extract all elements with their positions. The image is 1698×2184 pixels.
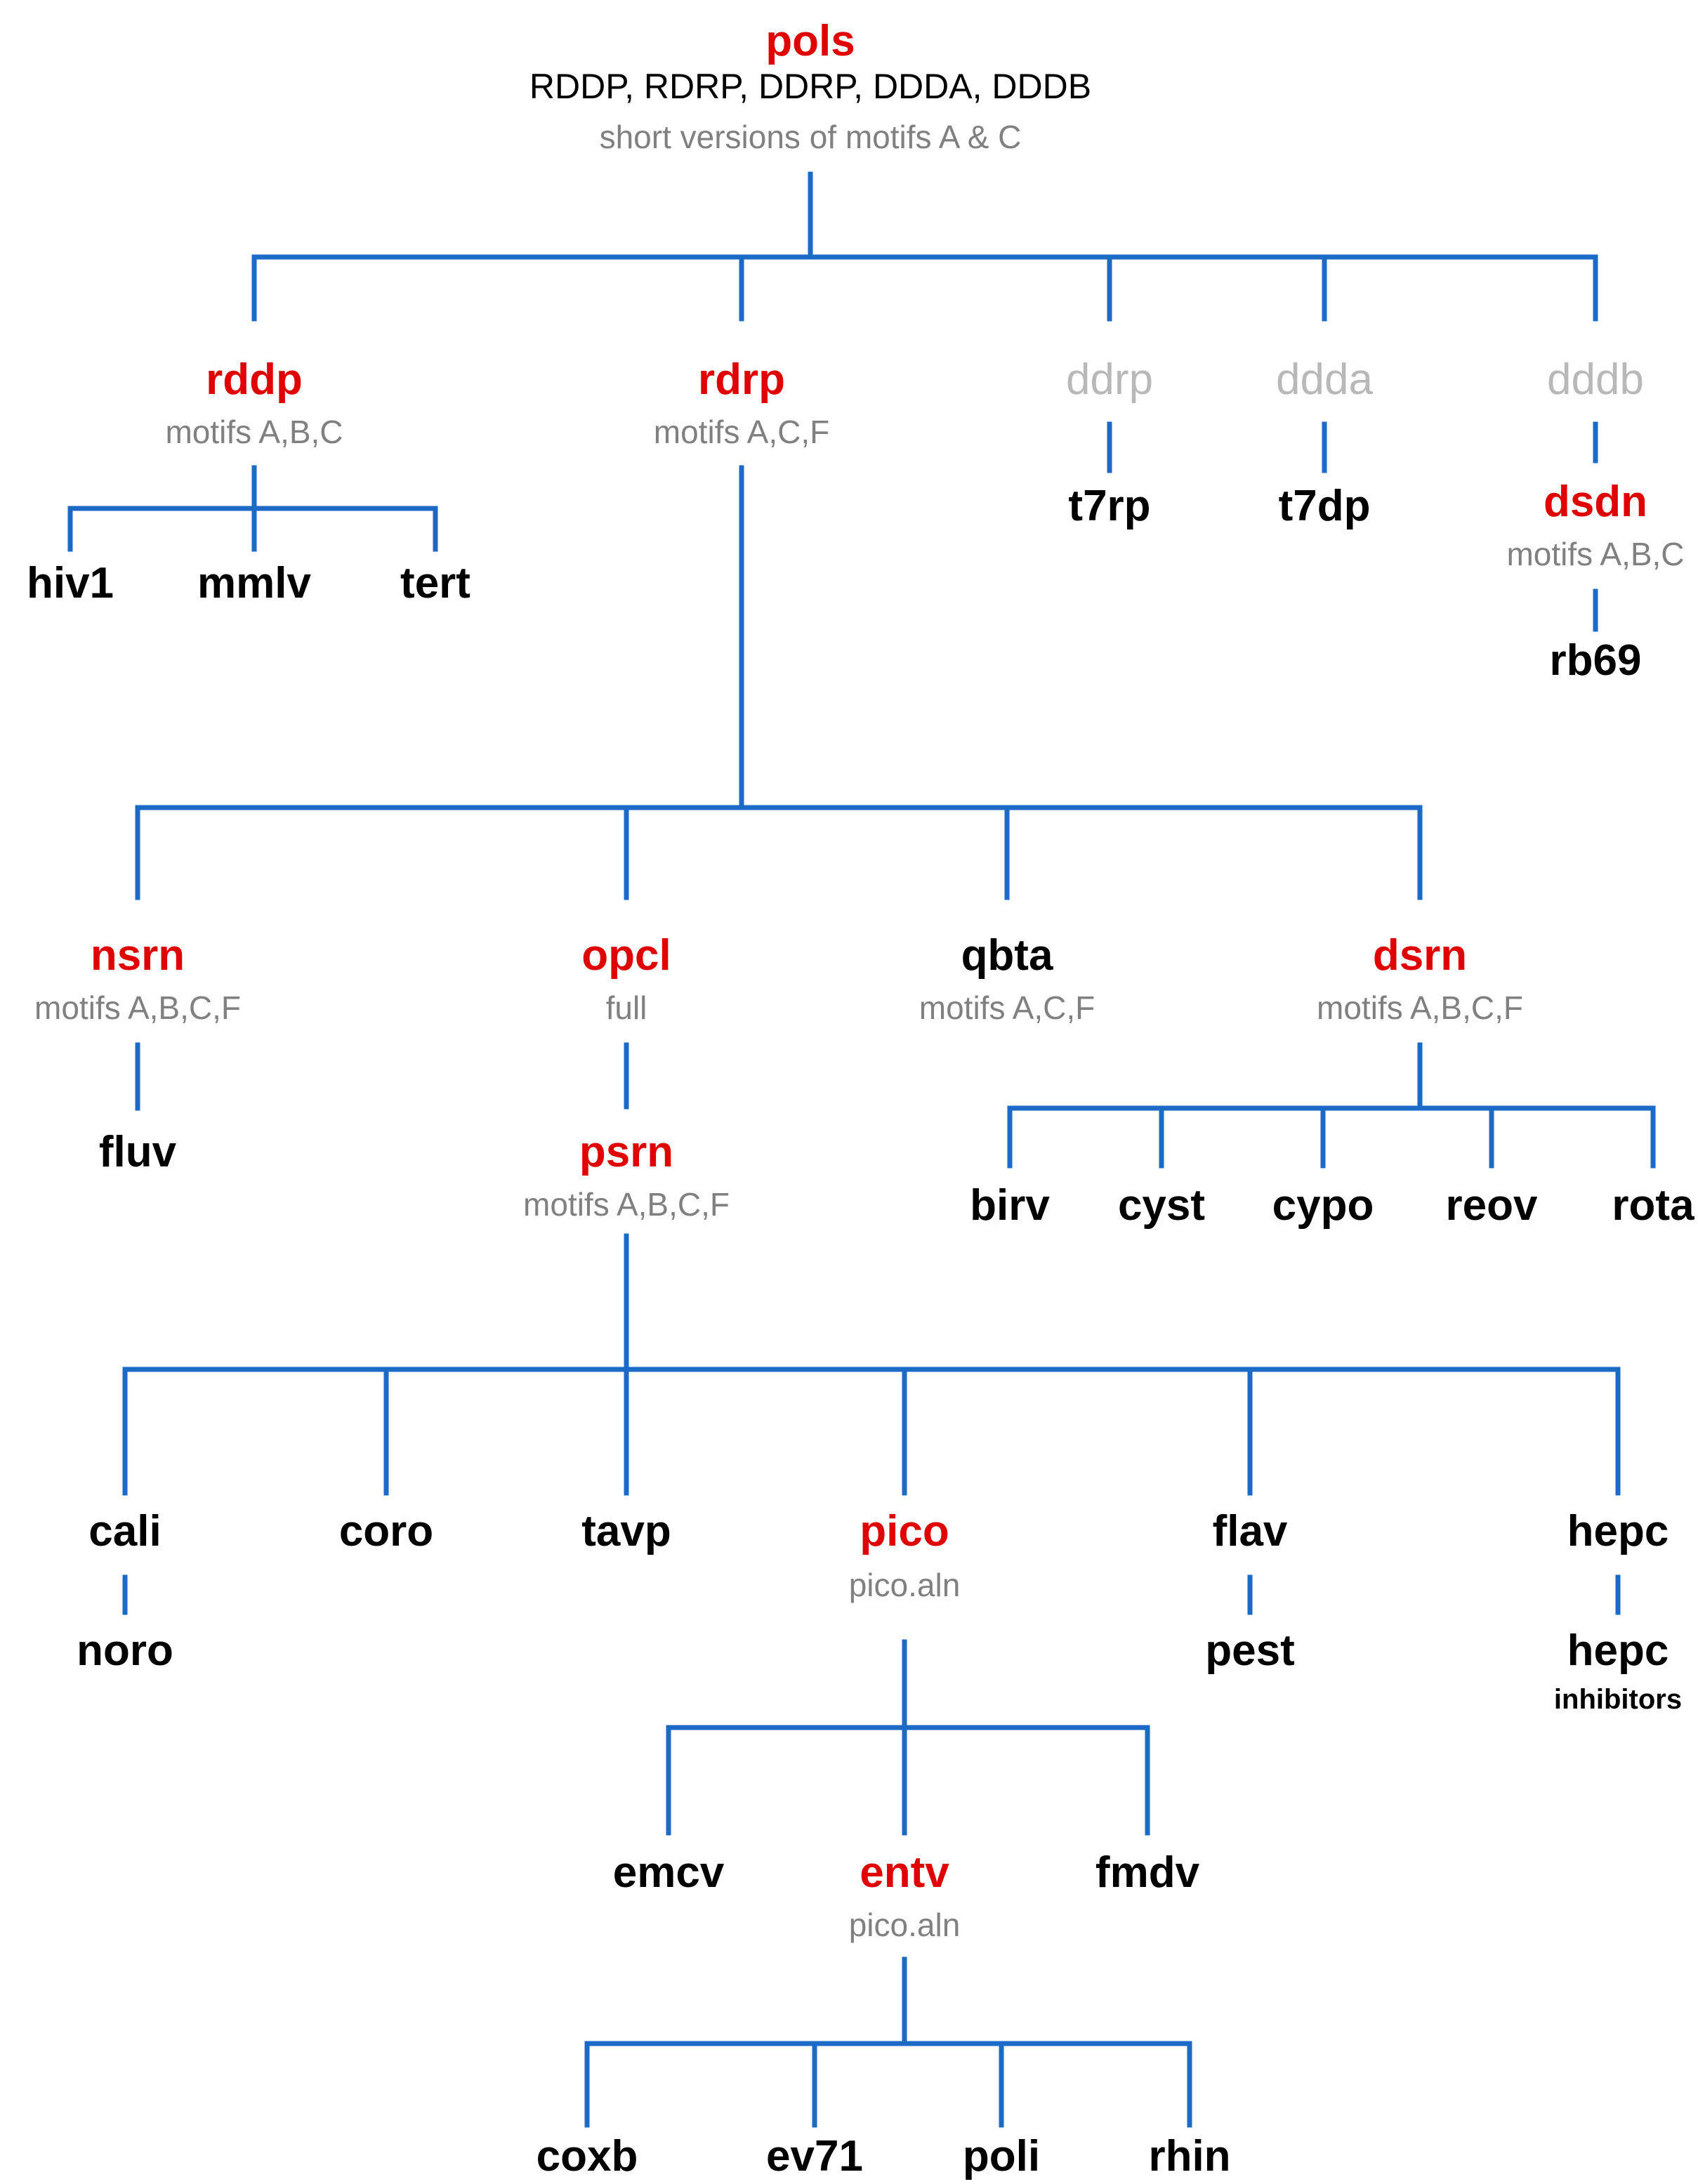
node-fmdv: fmdv (1095, 1848, 1200, 1897)
node-entv-note: pico.aln (848, 1907, 961, 1943)
node-nsrn-note: motifs A,B,C,F (34, 989, 241, 1026)
node-t7dp: t7dp (1278, 482, 1371, 530)
node-pols-note: short versions of motifs A & C (599, 119, 1022, 155)
node-coxb: coxb (536, 2132, 638, 2180)
node-qbta-note: motifs A,C,F (919, 989, 1095, 1026)
node-opcl-note: full (605, 989, 647, 1026)
node-rddp: rddp (206, 355, 303, 404)
node-flav: flav (1212, 1507, 1288, 1555)
node-hiv1: hiv1 (26, 559, 114, 607)
node-rdrp: rdrp (698, 355, 785, 404)
connector-pols-children (251, 171, 1598, 322)
node-rdrp-note: motifs A,C,F (653, 414, 830, 450)
node-psrn: psrn (579, 1128, 674, 1176)
node-hepc: hepc (1567, 1507, 1669, 1555)
node-rota: rota (1612, 1181, 1694, 1230)
node-cyst: cyst (1117, 1181, 1206, 1230)
node-opcl: opcl (581, 931, 671, 980)
node-tavp: tavp (581, 1507, 671, 1555)
node-t7rp: t7rp (1068, 482, 1151, 530)
node-mmlv: mmlv (197, 559, 311, 607)
node-pico-note: pico.aln (848, 1567, 961, 1603)
node-emcv: emcv (612, 1848, 725, 1897)
node-noro: noro (77, 1626, 173, 1675)
node-tert: tert (400, 559, 470, 607)
node-pest: pest (1205, 1626, 1295, 1675)
node-dsdn: dsdn (1543, 478, 1648, 526)
node-dddb: dddb (1547, 355, 1644, 404)
node-pols: pols (765, 17, 855, 65)
node-cali: cali (88, 1507, 162, 1555)
node-pico: pico (860, 1507, 949, 1555)
node-hepc-inhibitors-note: inhibitors (1553, 1684, 1683, 1715)
node-nsrn: nsrn (90, 931, 185, 980)
node-pols-families: RDDP, RDRP, DDRP, DDDA, DDDB (529, 67, 1092, 106)
connector-pico-children (666, 1639, 1150, 1836)
node-rb69: rb69 (1549, 636, 1642, 685)
node-reov: reov (1445, 1181, 1538, 1230)
node-hepc-inhibitors: hepc (1567, 1626, 1669, 1675)
node-psrn-note: motifs A,B,C,F (523, 1186, 730, 1223)
node-entv: entv (860, 1848, 949, 1897)
connector-rddp-children (67, 465, 438, 552)
node-rhin: rhin (1148, 2132, 1231, 2180)
connector-dsrn-children (1007, 1042, 1656, 1169)
node-ddrp: ddrp (1065, 355, 1154, 404)
node-dsrn: dsrn (1372, 931, 1468, 980)
node-poli: poli (962, 2132, 1041, 2180)
connector-entv-children (584, 1956, 1192, 2128)
connector-rdrp-children (135, 465, 1423, 900)
node-dsrn-note: motifs A,B,C,F (1317, 989, 1523, 1026)
connector-psrn-children (122, 1233, 1621, 1496)
node-coro: coro (338, 1507, 434, 1555)
node-cypo: cypo (1272, 1181, 1374, 1230)
node-dsdn-note: motifs A,B,C (1506, 536, 1685, 572)
node-ev71: ev71 (766, 2132, 863, 2180)
node-birv: birv (970, 1181, 1050, 1230)
node-qbta: qbta (961, 931, 1053, 980)
node-fluv: fluv (98, 1128, 177, 1176)
node-ddda: ddda (1276, 355, 1373, 404)
node-rddp-note: motifs A,B,C (165, 414, 343, 450)
